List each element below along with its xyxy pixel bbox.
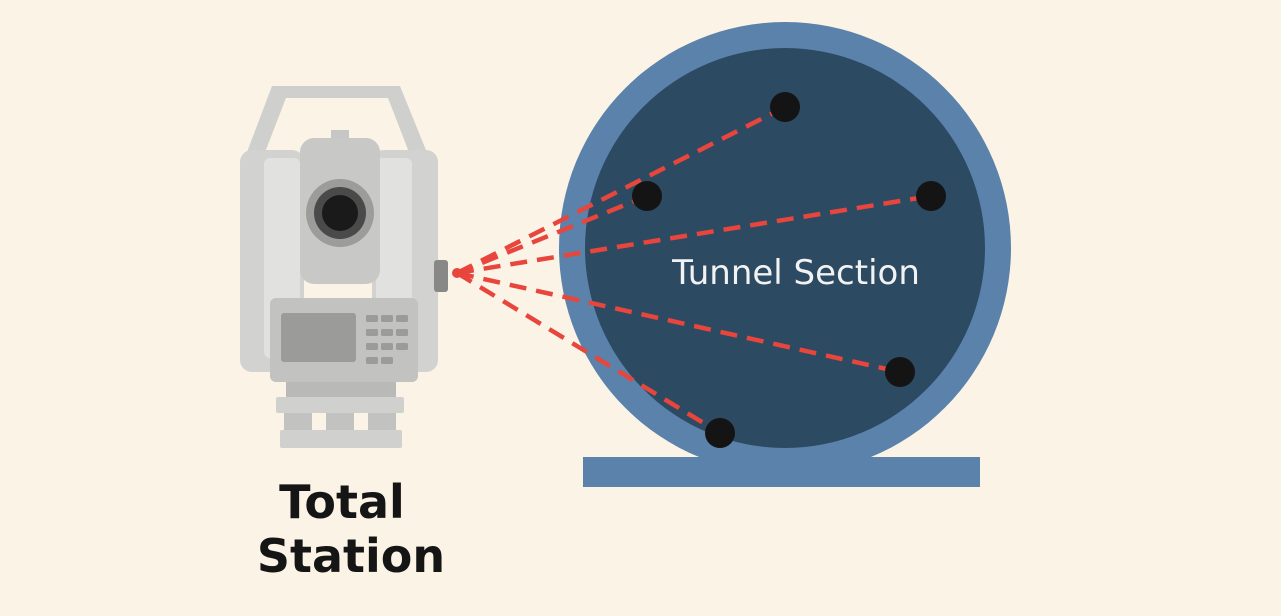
leveling-screw-left: [284, 413, 312, 433]
laser-line-5: [455, 271, 722, 435]
laser-emitter-dot: [452, 268, 462, 278]
keypad-key: [366, 357, 378, 364]
keypad-key: [381, 315, 393, 322]
laser-line-2: [456, 193, 648, 276]
tunnel-interior: [585, 48, 985, 448]
instrument-footplate: [280, 430, 402, 448]
leveling-screw-right: [368, 413, 396, 433]
keypad-key: [381, 329, 393, 336]
keypad-key: [366, 329, 378, 336]
leveling-screw-center: [326, 413, 354, 433]
tunnel-section: Tunnel Section: [559, 22, 1011, 487]
total-station-instrument: [240, 86, 448, 448]
instrument-base-neck: [286, 382, 396, 398]
survey-point: [705, 418, 735, 448]
keypad-key: [381, 343, 393, 350]
tunnel-label: Tunnel Section: [671, 253, 920, 293]
survey-point: [916, 181, 946, 211]
instrument-side-knob: [434, 260, 448, 292]
survey-point: [770, 92, 800, 122]
telescope-lens-inner: [322, 195, 358, 231]
laser-line-4: [456, 270, 901, 375]
keypad-key: [396, 315, 408, 322]
survey-point: [885, 357, 915, 387]
total-station-label: Total Station: [257, 475, 445, 583]
survey-points: [632, 92, 946, 448]
laser-lines: [455, 104, 932, 435]
keypad-key: [396, 329, 408, 336]
laser-line-1: [455, 104, 787, 276]
survey-point: [632, 181, 662, 211]
keypad-key: [381, 357, 393, 364]
total-station-label-line2: Station: [257, 529, 445, 583]
keypad-key: [366, 343, 378, 350]
instrument-base-plate: [276, 397, 404, 413]
keypad-key: [396, 343, 408, 350]
keypad: [366, 315, 408, 364]
keypad-key: [366, 315, 378, 322]
display-screen: [281, 313, 356, 362]
total-station-label-line1: Total: [279, 475, 405, 529]
